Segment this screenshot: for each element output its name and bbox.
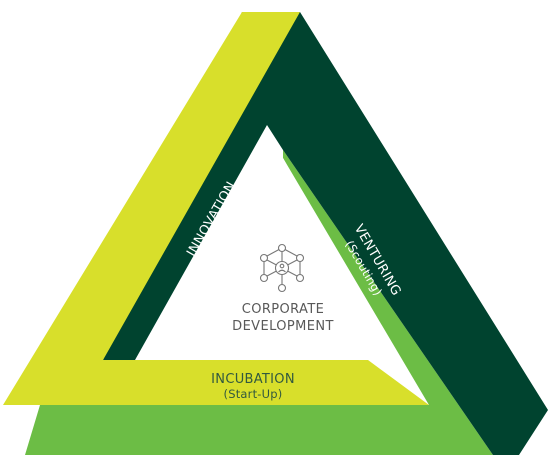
incubation-title: INCUBATION bbox=[211, 372, 295, 387]
innovation-face bbox=[3, 12, 429, 405]
incubation-subtitle: (Start-Up) bbox=[224, 387, 283, 401]
venturing-face bbox=[25, 150, 493, 455]
network-nodes-icon bbox=[259, 243, 305, 293]
center-triangle bbox=[166, 158, 396, 360]
center-title-line2: DEVELOPMENT bbox=[232, 319, 334, 334]
center-title-line1: CORPORATE bbox=[242, 302, 325, 317]
